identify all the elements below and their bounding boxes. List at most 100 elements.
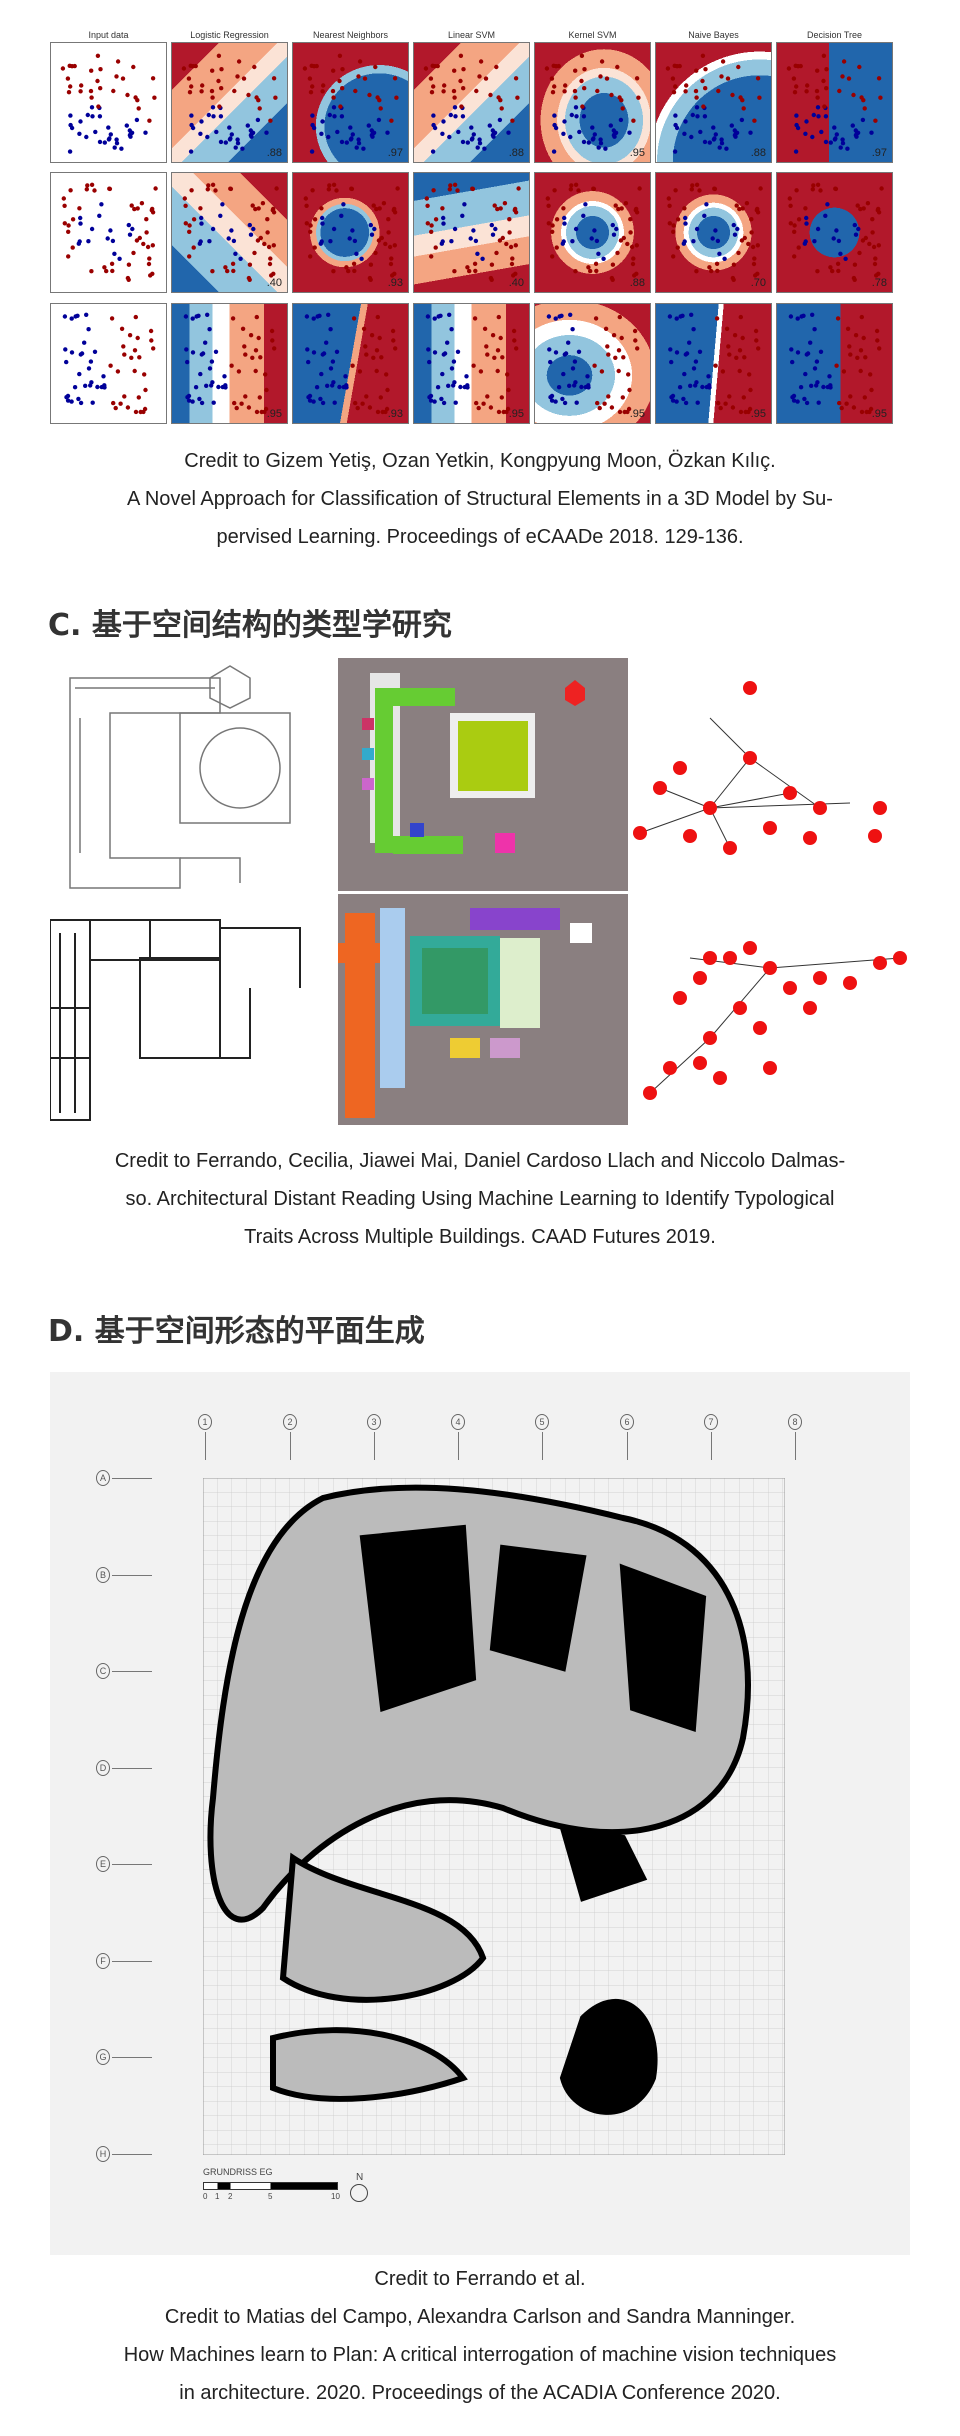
decision-boundary-panel: .95	[171, 303, 288, 424]
panel-column-title: Nearest Neighbors	[312, 30, 389, 40]
data-points	[665, 53, 762, 154]
data-points	[545, 182, 642, 282]
data-points	[544, 53, 641, 154]
data-points	[546, 312, 640, 415]
decision-boundary-panel: .88	[413, 42, 530, 163]
decision-boundary-panel: .95	[534, 303, 651, 424]
grid-row-marker: H	[96, 2145, 110, 2162]
caption-line: Credit to Matias del Campo, Alexandra Ca…	[164, 2306, 796, 2328]
data-points	[181, 53, 278, 154]
typology-figure	[49, 658, 910, 1125]
decision-boundary-panel: .88	[171, 42, 288, 163]
grid-line-tick	[627, 1432, 628, 1460]
panel-column-title: Kernel SVM	[568, 30, 617, 40]
grid-line-tick	[112, 1960, 152, 1962]
accuracy-score: .95	[266, 408, 282, 420]
plan-grid	[203, 1478, 785, 2155]
grid-row-marker: A	[96, 1470, 110, 1486]
caption-line: pervised Learning. Proceedings of eCAADe…	[216, 526, 744, 548]
grid-row-marker: G	[96, 2049, 110, 2065]
north-label: N	[356, 2172, 364, 2183]
data-points	[183, 312, 277, 415]
data-points	[303, 182, 400, 282]
panel-column-title: Decision Tree	[806, 30, 863, 40]
grid-line-tick	[112, 1574, 152, 1576]
accuracy-score: .95	[629, 408, 645, 420]
data-points	[62, 312, 156, 415]
decision-boundary-panel	[50, 303, 167, 424]
decision-boundary-panel: .93	[292, 172, 409, 293]
caption-line: Credit to Ferrando, Cecilia, Jiawei Mai,…	[114, 1150, 846, 1172]
decision-boundary-panel: .93	[292, 303, 409, 424]
grid-column-marker: 6	[620, 1414, 634, 1430]
decision-boundary-panel: .95	[534, 42, 651, 163]
grid-line-tick	[711, 1432, 712, 1460]
grid-line-tick	[542, 1432, 543, 1460]
scale-bar	[203, 2182, 338, 2190]
caption-line: Credit to Ferrando et al.	[374, 2268, 586, 2290]
grid-line-tick	[205, 1432, 206, 1460]
grid-line-tick	[112, 2057, 152, 2058]
decision-boundary-panel: .88	[534, 172, 651, 293]
data-points	[667, 312, 761, 415]
decision-boundary-panel: .95	[413, 303, 530, 424]
caption-a: Credit to Gizem Yetiş, Ozan Yetkin, Kong…	[0, 442, 960, 556]
accuracy-score: .95	[629, 147, 645, 159]
accuracy-score: .40	[266, 277, 282, 289]
accuracy-score: .78	[871, 277, 887, 289]
decision-boundary-panel: .97	[292, 42, 409, 163]
grid-line-tick	[112, 1671, 152, 1672]
data-points	[786, 53, 883, 154]
grid-column-marker: 2	[283, 1414, 297, 1430]
plan-drawing-bottom	[49, 919, 301, 1121]
grid-column-marker: 8	[788, 1414, 802, 1430]
node-graph-top	[639, 717, 851, 849]
caption-line: Credit to Gizem Yetiş, Ozan Yetkin, Kong…	[184, 450, 776, 472]
colored-plan-top	[362, 673, 585, 854]
node-graph-bottom-nodes	[643, 941, 907, 1100]
grid-row-marker: E	[96, 1856, 110, 1872]
data-points	[302, 53, 399, 154]
grid-column-marker: 3	[367, 1414, 381, 1430]
accuracy-score: .93	[387, 277, 403, 289]
grid-line-tick	[458, 1432, 459, 1460]
caption-line: How Machines learn to Plan: A critical i…	[123, 2344, 837, 2366]
scale-tick: 2	[228, 2192, 233, 2201]
colored-plan-bottom	[338, 908, 592, 1118]
grid-column-marker: 4	[451, 1414, 465, 1430]
accuracy-score: .97	[871, 147, 887, 159]
accuracy-score: .88	[629, 277, 645, 289]
data-points	[182, 182, 279, 282]
caption-line: in architecture. 2020. Proceedings of th…	[179, 2382, 781, 2404]
grid-line-tick	[374, 1432, 375, 1460]
grid-line-tick	[112, 1767, 152, 1769]
decision-boundary-panel: .95	[776, 303, 893, 424]
section-heading-c: C. 基于空间结构的类型学研究	[48, 608, 452, 643]
caption-d: Credit to Ferrando et al. Credit to Mati…	[0, 2260, 960, 2412]
grid-row-marker: D	[96, 1759, 110, 1776]
section-heading-d: D. 基于空间形态的平面生成	[48, 1314, 425, 1349]
panel-column-title: Linear SVM	[447, 30, 496, 40]
scale-tick: 10	[331, 2192, 340, 2201]
caption-c: Credit to Ferrando, Cecilia, Jiawei Mai,…	[0, 1142, 960, 1256]
grid-line-tick	[112, 1864, 152, 1865]
data-points	[423, 53, 520, 154]
data-points	[666, 182, 763, 282]
accuracy-score: .95	[871, 408, 887, 420]
accuracy-score: .93	[387, 408, 403, 420]
generated-plan-blobs	[207, 1484, 751, 2115]
grid-row-marker: B	[96, 1566, 110, 1583]
scale-tick: 5	[268, 2192, 273, 2201]
accuracy-score: .97	[387, 147, 403, 159]
north-arrow-icon	[350, 2184, 368, 2202]
data-points	[304, 312, 398, 415]
grid-column-marker: 1	[198, 1414, 212, 1430]
scale-tick: 0	[203, 2192, 208, 2201]
typology-figure-graphics	[49, 658, 907, 1125]
data-points	[424, 182, 521, 282]
accuracy-score: .95	[508, 408, 524, 420]
grid-column-marker: 5	[535, 1414, 549, 1430]
decision-boundary-panel: .40	[413, 172, 530, 293]
node-graph-top-nodes	[633, 681, 887, 855]
